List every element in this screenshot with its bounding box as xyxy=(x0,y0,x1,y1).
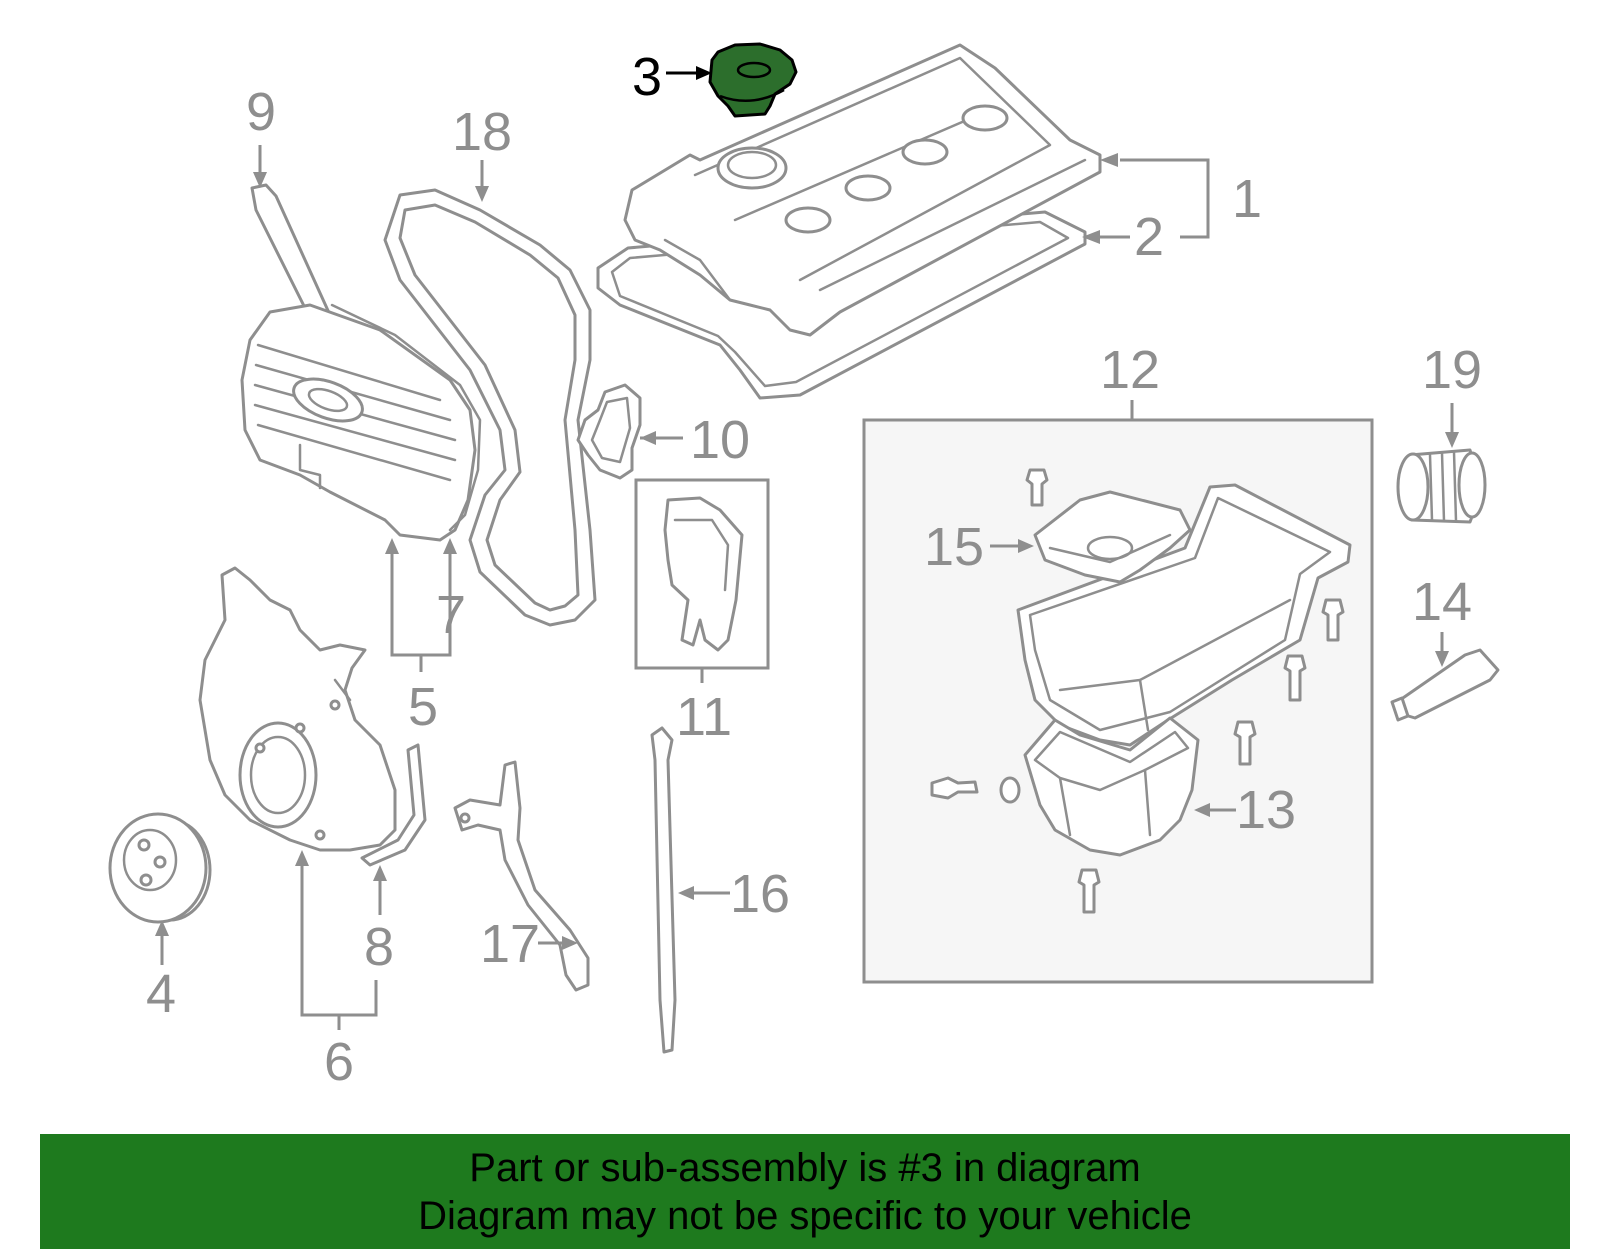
callout-17[interactable]: 17 xyxy=(480,914,540,974)
callout-labels: 1 2 3 4 5 6 7 8 9 10 11 12 13 14 15 16 1… xyxy=(146,47,1482,1092)
oil-strainer[interactable] xyxy=(663,496,744,652)
oil-pickup-box xyxy=(634,478,770,670)
dipstick-tube[interactable] xyxy=(453,760,590,992)
callout-1[interactable]: 1 xyxy=(1232,169,1262,229)
drain-plug[interactable] xyxy=(930,776,979,800)
callout-2[interactable]: 2 xyxy=(1134,207,1164,267)
callout-5[interactable]: 5 xyxy=(408,677,438,737)
timing-cover-gasket[interactable] xyxy=(330,303,482,532)
oil-baffle[interactable] xyxy=(1033,490,1192,584)
timing-cover-bracket[interactable] xyxy=(250,183,332,324)
info-banner: Part or sub-assembly is #3 in diagram Di… xyxy=(40,1134,1570,1249)
callout-18[interactable]: 18 xyxy=(452,102,512,162)
callout-19[interactable]: 19 xyxy=(1422,340,1482,400)
callout-8[interactable]: 8 xyxy=(364,917,394,977)
leader-lines xyxy=(155,145,1459,1030)
oil-pump-gasket[interactable] xyxy=(576,383,642,480)
callout-3[interactable]: 3 xyxy=(632,47,662,107)
callout-14[interactable]: 14 xyxy=(1412,572,1472,632)
lower-oil-pan[interactable] xyxy=(1023,716,1200,857)
callout-3-leader xyxy=(666,66,712,80)
banner-line-1: Part or sub-assembly is #3 in diagram xyxy=(469,1146,1141,1190)
callout-13[interactable]: 13 xyxy=(1236,780,1296,840)
banner-line-2: Diagram may not be specific to your vehi… xyxy=(418,1194,1192,1238)
pan-bolts[interactable] xyxy=(1025,468,1345,914)
upper-oil-pan[interactable] xyxy=(1016,483,1352,747)
timing-belt[interactable] xyxy=(383,188,597,627)
oil-filter[interactable] xyxy=(1396,448,1487,524)
callout-12[interactable]: 12 xyxy=(1100,340,1160,400)
lower-timing-cover[interactable] xyxy=(198,566,397,852)
callout-10[interactable]: 10 xyxy=(690,410,750,470)
callout-11[interactable]: 11 xyxy=(676,687,732,747)
callout-16[interactable]: 16 xyxy=(730,864,790,924)
callout-4[interactable]: 4 xyxy=(146,964,176,1024)
sealant-tube[interactable] xyxy=(1390,648,1500,722)
oil-filler-cap[interactable] xyxy=(708,42,798,118)
callout-6[interactable]: 6 xyxy=(324,1032,354,1092)
callout-9[interactable]: 9 xyxy=(246,82,276,142)
callout-7[interactable]: 7 xyxy=(436,585,466,645)
crankshaft-pulley[interactable] xyxy=(108,812,212,924)
dipstick[interactable] xyxy=(650,726,677,1054)
upper-timing-cover[interactable] xyxy=(240,303,477,542)
lower-cover-gasket[interactable] xyxy=(360,743,427,867)
drain-plug-washer[interactable] xyxy=(999,776,1021,804)
callout-15[interactable]: 15 xyxy=(924,517,984,577)
valve-cover[interactable] xyxy=(623,43,1102,337)
